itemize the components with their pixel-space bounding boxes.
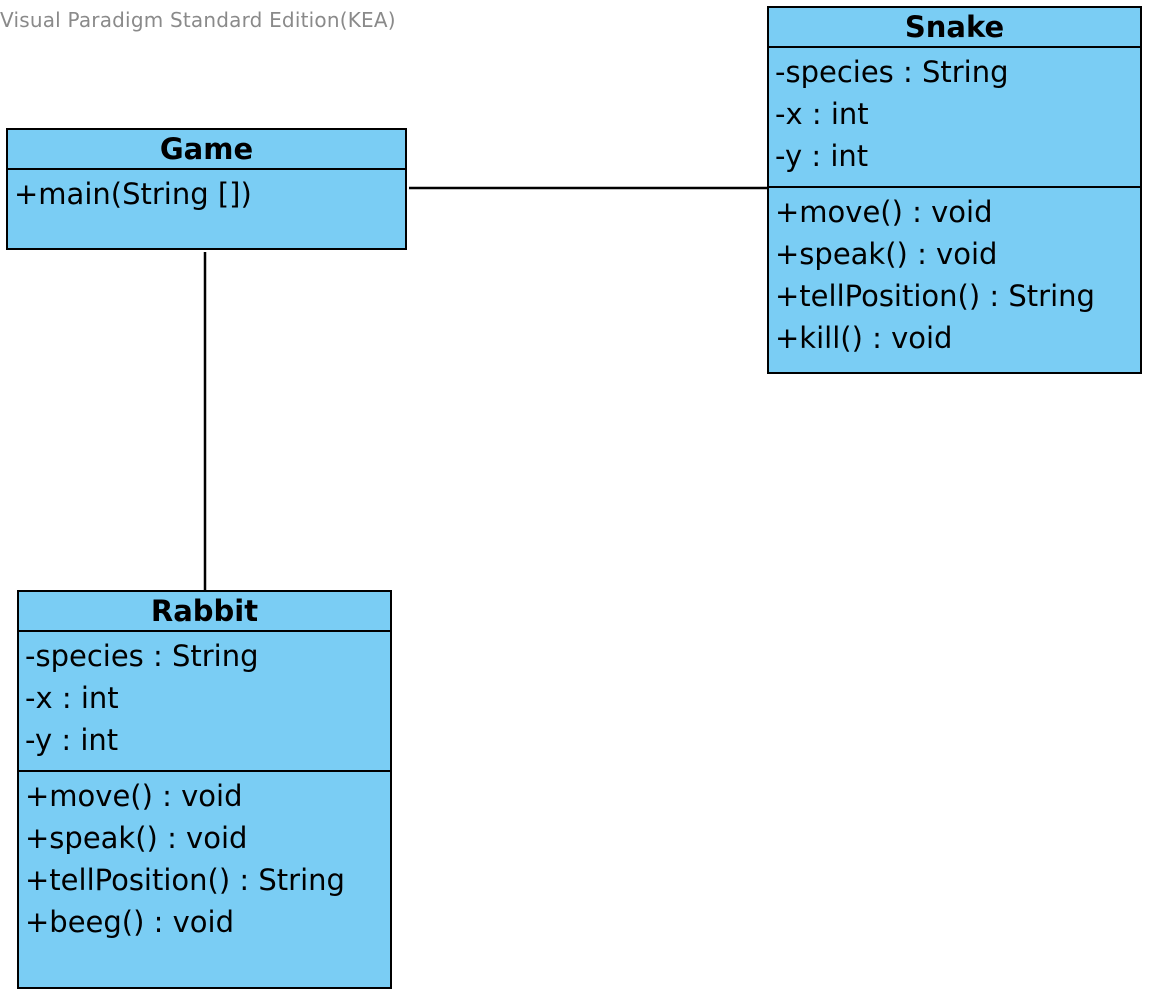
operation-move: +move() : void (25, 779, 243, 813)
class-game[interactable]: Game +main(String []) (6, 128, 407, 250)
attributes-compartment-snake: -species : String -x : int -y : int (769, 48, 1140, 188)
attribute-y: -y : int (775, 139, 869, 173)
operation-tell-position: +tellPosition() : String (775, 279, 1095, 313)
attribute-y: -y : int (25, 723, 119, 757)
operation-main: +main(String []) (14, 177, 252, 211)
operations-compartment-snake: +move() : void +speak() : void +tellPosi… (769, 188, 1140, 359)
operation-beeg: +beeg() : void (25, 905, 235, 939)
class-name-rabbit: Rabbit (19, 592, 390, 632)
class-rabbit[interactable]: Rabbit -species : String -x : int -y : i… (17, 590, 392, 989)
operation-move: +move() : void (775, 195, 993, 229)
operations-compartment-rabbit: +move() : void +speak() : void +tellPosi… (19, 772, 390, 943)
operation-tell-position: +tellPosition() : String (25, 863, 345, 897)
operation-kill: +kill() : void (775, 321, 953, 355)
attribute-species: -species : String (775, 55, 1009, 89)
operation-speak: +speak() : void (775, 237, 998, 271)
attribute-species: -species : String (25, 639, 259, 673)
attributes-compartment-rabbit: -species : String -x : int -y : int (19, 632, 390, 772)
attribute-x: -x : int (775, 97, 869, 131)
class-snake[interactable]: Snake -species : String -x : int -y : in… (767, 6, 1142, 374)
operations-compartment-game: +main(String []) (8, 170, 405, 215)
class-name-game: Game (8, 130, 405, 170)
edition-watermark: Visual Paradigm Standard Edition(KEA) (0, 8, 396, 32)
class-name-snake: Snake (769, 8, 1140, 48)
operation-speak: +speak() : void (25, 821, 248, 855)
attribute-x: -x : int (25, 681, 119, 715)
